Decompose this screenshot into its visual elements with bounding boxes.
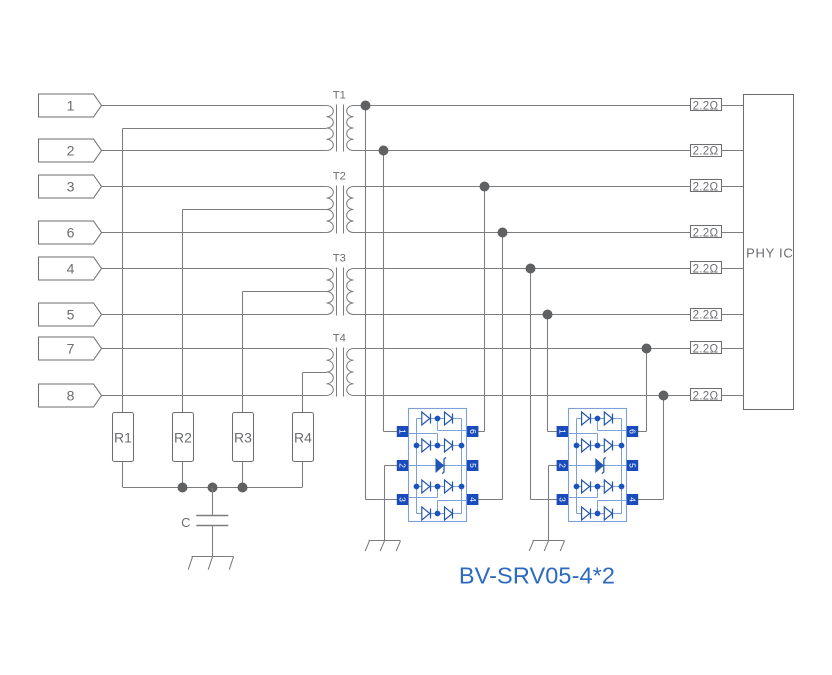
svg-text:R3: R3	[234, 429, 252, 445]
svg-text:BV-SRV05-4*2: BV-SRV05-4*2	[459, 563, 615, 589]
svg-text:2.2Ω: 2.2Ω	[693, 182, 719, 194]
svg-text:2.2Ω: 2.2Ω	[693, 146, 719, 158]
svg-text:4: 4	[468, 497, 478, 502]
svg-text:1: 1	[558, 429, 568, 434]
svg-text:2: 2	[398, 463, 408, 468]
svg-text:1: 1	[67, 98, 75, 114]
svg-text:2.2Ω: 2.2Ω	[693, 264, 719, 276]
svg-text:C: C	[181, 515, 190, 530]
svg-text:2.2Ω: 2.2Ω	[693, 391, 719, 403]
svg-text:2: 2	[67, 143, 75, 159]
svg-text:3: 3	[398, 497, 408, 502]
svg-text:T2: T2	[333, 171, 346, 183]
svg-text:T3: T3	[333, 253, 346, 265]
svg-text:4: 4	[67, 261, 75, 277]
svg-text:4: 4	[628, 497, 638, 502]
svg-text:3: 3	[558, 497, 568, 502]
svg-text:2.2Ω: 2.2Ω	[693, 101, 719, 113]
svg-text:2.2Ω: 2.2Ω	[693, 228, 719, 240]
svg-text:6: 6	[468, 429, 478, 434]
svg-text:2.2Ω: 2.2Ω	[693, 310, 719, 322]
svg-text:6: 6	[67, 225, 75, 241]
svg-text:7: 7	[67, 341, 75, 357]
svg-text:5: 5	[67, 307, 75, 323]
svg-text:T4: T4	[333, 333, 346, 345]
svg-text:8: 8	[67, 388, 75, 404]
svg-text:T1: T1	[333, 90, 346, 102]
svg-text:2: 2	[558, 463, 568, 468]
svg-text:3: 3	[67, 179, 75, 195]
svg-text:2.2Ω: 2.2Ω	[693, 344, 719, 356]
svg-text:R1: R1	[114, 429, 132, 445]
svg-text:5: 5	[468, 463, 478, 468]
svg-text:R2: R2	[174, 429, 192, 445]
svg-text:R4: R4	[294, 429, 312, 445]
svg-text:PHY IC: PHY IC	[746, 246, 793, 261]
svg-text:6: 6	[628, 429, 638, 434]
svg-text:5: 5	[628, 463, 638, 468]
svg-text:1: 1	[398, 429, 408, 434]
